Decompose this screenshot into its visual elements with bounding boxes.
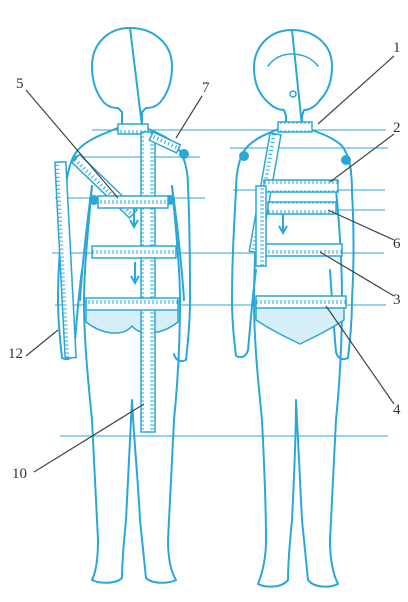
front-side-tape [256, 186, 266, 266]
front-shoulder-point-right [342, 156, 350, 164]
front-neck-tape [278, 122, 312, 132]
back-view-tapes [55, 124, 180, 432]
callout-label-5: 5 [16, 76, 24, 92]
front-waist-tape [262, 244, 342, 256]
leader-12 [26, 330, 58, 356]
front-chest-tape [264, 180, 338, 192]
back-head [92, 28, 172, 126]
leader-5 [26, 90, 118, 198]
front-shoulder-point-left [240, 152, 248, 160]
back-waist-tape [92, 246, 176, 258]
callout-label-4: 4 [393, 402, 401, 418]
front-arrow [279, 214, 287, 233]
leader-7 [176, 96, 202, 138]
back-shoulder-point-right [180, 150, 188, 158]
leader-2 [330, 134, 394, 182]
leader-6 [328, 210, 394, 240]
back-armpit-left [90, 196, 98, 204]
front-hip-tape [256, 296, 346, 308]
front-face [268, 54, 318, 66]
front-head [254, 30, 332, 126]
callout-label-2: 2 [393, 120, 401, 136]
callout-label-7: 7 [202, 80, 210, 96]
leader-10 [34, 404, 144, 472]
back-chest-tape [98, 196, 168, 208]
back-arrow-1 [131, 262, 139, 283]
callout-leaders [26, 56, 394, 472]
back-hip-tape [86, 298, 178, 310]
callout-label-12: 12 [8, 346, 23, 362]
front-mouth [290, 91, 296, 97]
back-arm-tape [55, 162, 76, 358]
front-underbust-tape [268, 202, 336, 214]
back-length-tape [141, 132, 155, 432]
callout-label-3: 3 [393, 292, 401, 308]
leader-1 [318, 56, 394, 124]
callout-label-6: 6 [393, 236, 401, 252]
callout-label-10: 10 [12, 466, 27, 482]
callout-label-1: 1 [393, 40, 401, 56]
